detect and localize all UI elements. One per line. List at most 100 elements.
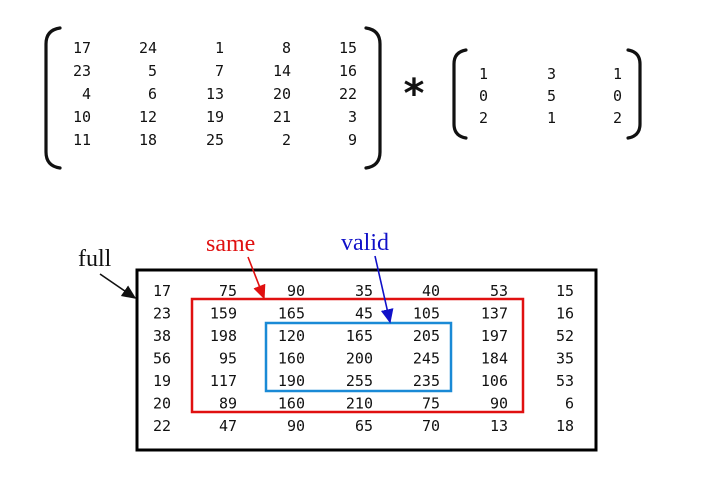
result-cell: 184: [481, 350, 508, 368]
result-cell: 52: [556, 327, 574, 345]
valid-label: valid: [341, 230, 389, 256]
result-cell: 165: [346, 327, 373, 345]
result-cell: 56: [153, 350, 171, 368]
result-cell: 95: [219, 350, 237, 368]
matrix-a-cell: 10: [73, 108, 91, 126]
same-arrow: [247, 256, 266, 300]
result-cell: 245: [413, 350, 440, 368]
same-label: same: [206, 231, 255, 257]
result-cell: 160: [278, 350, 305, 368]
kernel-cell: 2: [479, 109, 488, 127]
matrix-a-cell: 2: [282, 131, 291, 149]
matrix-a-cell: 16: [339, 62, 357, 80]
same-box: [190, 297, 525, 414]
matrix-a-cell: 23: [73, 62, 91, 80]
matrix-a-cell: 7: [215, 62, 224, 80]
result-cell: 13: [490, 417, 508, 435]
result-cell: 117: [210, 372, 237, 390]
result-cell: 210: [346, 395, 373, 413]
result-cell: 15: [556, 282, 574, 300]
result-matrix: 17 75 90 35 40 53 15 23 159 165 45 105 137 16 38 198 120…: [153, 282, 574, 435]
result-cell: 75: [422, 395, 440, 413]
result-cell: 22: [153, 417, 171, 435]
result-cell: 90: [490, 395, 508, 413]
result-cell: 75: [219, 282, 237, 300]
result-cell: 89: [219, 395, 237, 413]
matrix-a-cell: 21: [273, 108, 291, 126]
result-cell: 197: [481, 327, 508, 345]
matrix-a-cell: 22: [339, 85, 357, 103]
matrix-a-cell: 6: [148, 85, 157, 103]
matrix-a-cell: 14: [273, 62, 291, 80]
kernel-cell: 0: [479, 87, 488, 105]
result-cell: 235: [413, 372, 440, 390]
kernel-cell: 0: [613, 87, 622, 105]
result-cell: 106: [481, 372, 508, 390]
result-cell: 159: [210, 305, 237, 323]
result-cell: 70: [422, 417, 440, 435]
result-cell: 90: [287, 282, 305, 300]
matrix-a-cell: 13: [206, 85, 224, 103]
result-cell: 20: [153, 395, 171, 413]
result-cell: 120: [278, 327, 305, 345]
matrix-a-cell: 12: [139, 108, 157, 126]
result-cell: 47: [219, 417, 237, 435]
matrix-a-cell: 8: [282, 39, 291, 57]
matrix-a-right-bracket: [364, 26, 382, 170]
kernel-cell: 3: [547, 65, 556, 83]
matrix-a-cell: 17: [73, 39, 91, 57]
result-cell: 137: [481, 305, 508, 323]
result-cell: 16: [556, 305, 574, 323]
kernel-left-bracket: [452, 48, 468, 140]
valid-box: [264, 321, 453, 393]
result-cell: 35: [355, 282, 373, 300]
kernel-cell: 2: [613, 109, 622, 127]
result-cell: 40: [422, 282, 440, 300]
result-cell: 53: [556, 372, 574, 390]
result-cell: 255: [346, 372, 373, 390]
kernel-cell: 1: [613, 65, 622, 83]
matrix-a-left-bracket: [44, 26, 62, 170]
result-cell: 65: [355, 417, 373, 435]
result-cell: 160: [278, 395, 305, 413]
full-box: [135, 268, 598, 452]
full-arrow: [99, 273, 137, 299]
result-cell: 38: [153, 327, 171, 345]
result-cell: 23: [153, 305, 171, 323]
matrix-a-cell: 18: [139, 131, 157, 149]
valid-arrow: [374, 255, 394, 324]
result-cell: 105: [413, 305, 440, 323]
result-cell: 90: [287, 417, 305, 435]
matrix-a-cell: 9: [348, 131, 357, 149]
matrix-a-cell: 15: [339, 39, 357, 57]
kernel-cell: 1: [547, 109, 556, 127]
kernel-right-bracket: [626, 48, 642, 140]
result-cell: 6: [565, 395, 574, 413]
matrix-a-cell: 20: [273, 85, 291, 103]
matrix-a-cell: 25: [206, 131, 224, 149]
matrix-a-cell: 4: [82, 85, 91, 103]
result-cell: 18: [556, 417, 574, 435]
matrix-a-cell: 5: [148, 62, 157, 80]
kernel-cell: 5: [547, 87, 556, 105]
result-cell: 35: [556, 350, 574, 368]
result-cell: 53: [490, 282, 508, 300]
matrix-a-cell: 3: [348, 108, 357, 126]
result-cell: 200: [346, 350, 373, 368]
convolution-operator: *: [404, 71, 425, 117]
result-cell: 17: [153, 282, 171, 300]
result-cell: 190: [278, 372, 305, 390]
matrix-a-cell: 19: [206, 108, 224, 126]
result-cell: 45: [355, 305, 373, 323]
result-cell: 165: [278, 305, 305, 323]
result-cell: 198: [210, 327, 237, 345]
full-label: full: [78, 246, 112, 272]
matrix-a-cell: 1: [215, 39, 224, 57]
matrix-a-cell: 11: [73, 131, 91, 149]
kernel-cell: 1: [479, 65, 488, 83]
result-cell: 19: [153, 372, 171, 390]
